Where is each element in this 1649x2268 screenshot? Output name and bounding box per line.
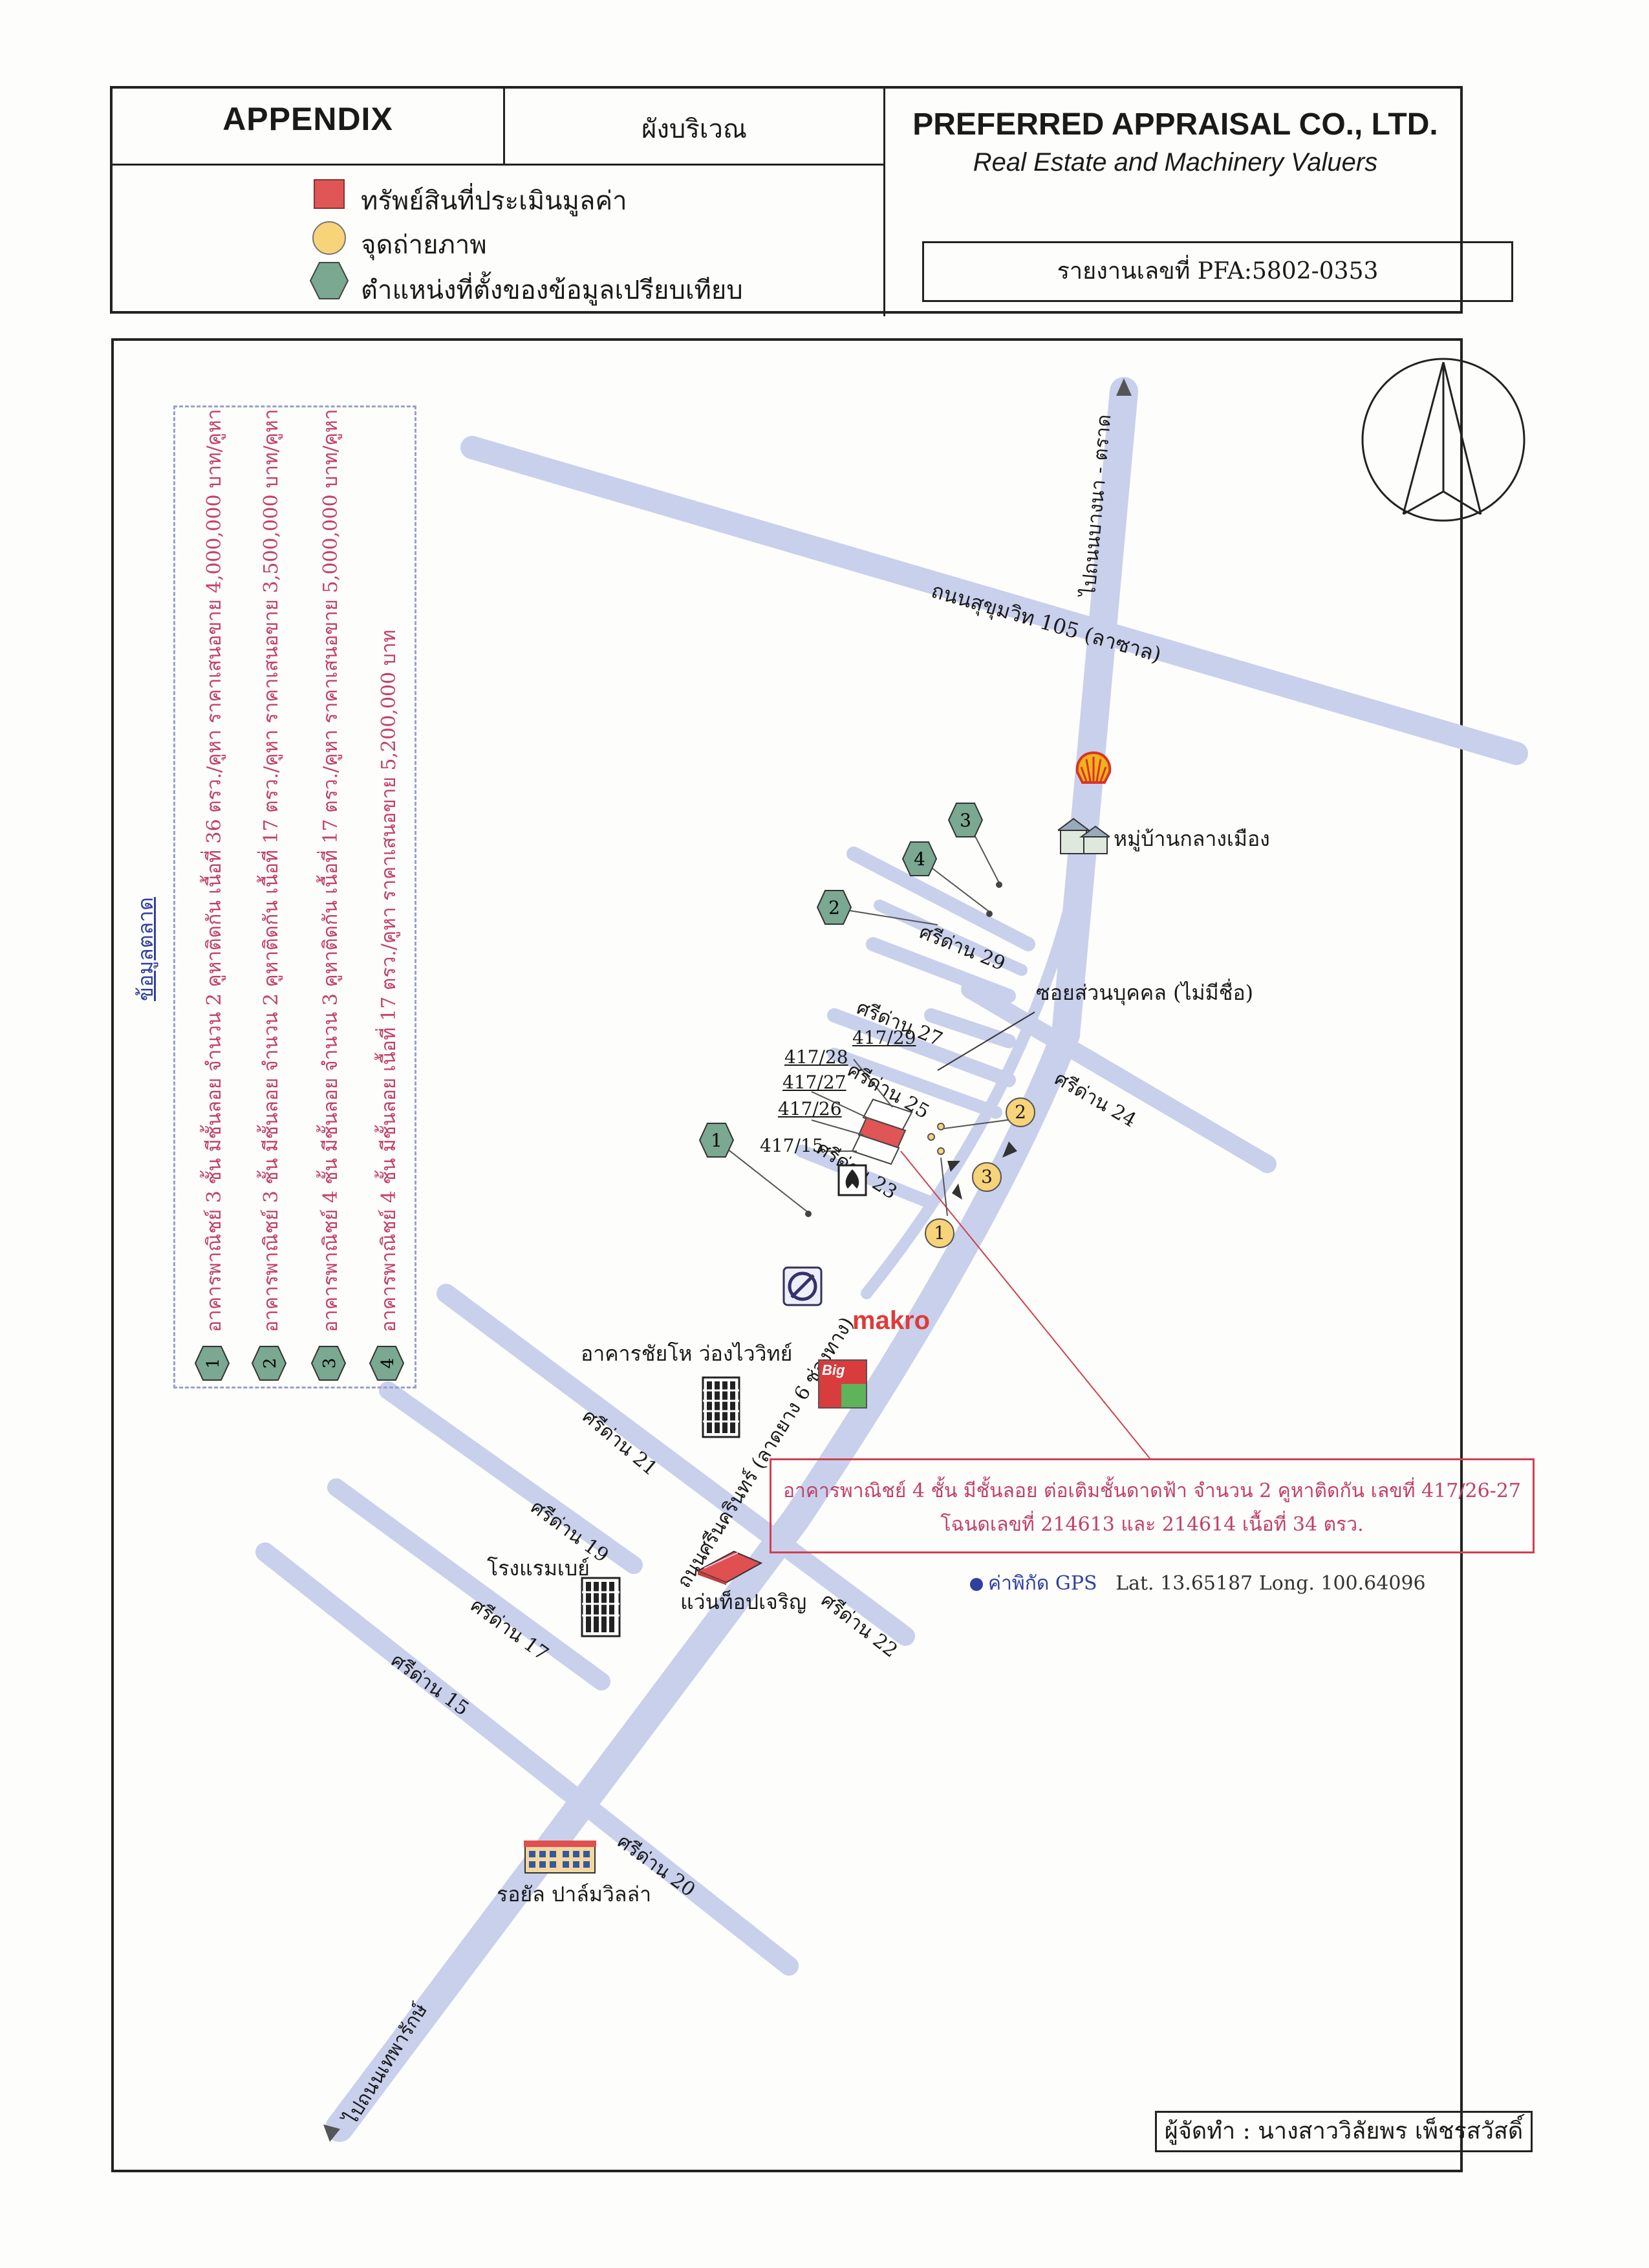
prepared-by: ผู้จัดทำ : นางสาววิลัยพร เพ็ชรสวัสดิ์	[1155, 2111, 1533, 2152]
market-item-number: 4	[378, 1358, 398, 1369]
market-item-text: อาคารพาณิชย์ 3 ชั้น มีชั้นลอย จำนวน 2 คู…	[203, 409, 226, 1332]
road-srinakarin	[1051, 377, 1138, 1049]
market-item-marker-1: 1	[194, 1346, 230, 1381]
legend-label-photo: จุดถ่ายภาพ	[361, 230, 487, 260]
photo-number: 1	[934, 1222, 945, 1244]
place-label-wantop: แว่นท็อปเจริญ	[680, 1590, 807, 1614]
photo-point-2: 2	[1006, 1097, 1035, 1127]
shop-icon	[696, 1550, 763, 1585]
market-item-number: 1	[204, 1358, 223, 1369]
photo-point-1: 1	[925, 1218, 954, 1248]
market-item-number: 2	[261, 1358, 280, 1369]
road-sd24	[961, 980, 1277, 1173]
red-square-icon	[314, 179, 345, 209]
lot-label: 417/29	[852, 1027, 916, 1048]
arrow-north-icon	[1116, 378, 1132, 396]
photo-number: 2	[1015, 1101, 1026, 1123]
lot-label: 417/28	[784, 1046, 848, 1068]
road-sd17	[327, 1478, 610, 1690]
condo-icon	[524, 1841, 596, 1874]
callout-line-1: อาคารพาณิชย์ 4 ชั้น มีชั้นลอย ต่อเติมชั้…	[783, 1480, 1521, 1502]
report-number: รายงานเลขที่ PFA:5802-0353	[922, 241, 1513, 302]
road-sd25	[828, 1048, 1002, 1119]
lot-label: 417/27	[782, 1072, 846, 1093]
legend-label-subject: ทรัพย์สินที่ประเมินมูลค่า	[361, 186, 627, 216]
appendix-title: APPENDIX	[222, 101, 393, 137]
comparable-marker-4: 4	[901, 841, 938, 876]
tesco-lotus-icon	[782, 1266, 823, 1306]
office-building-icon	[702, 1376, 740, 1438]
comparable-marker-3: 3	[947, 803, 984, 837]
market-item-text: อาคารพาณิชย์ 4 ชั้น มีชั้นลอย เนื้อที่ 1…	[378, 629, 400, 1332]
photo-direction-icon	[947, 1141, 1017, 1200]
big-c-label: Big	[822, 1362, 845, 1378]
header-divider	[883, 89, 885, 316]
comparable-number: 1	[711, 1130, 722, 1151]
place-label-chaiho: อาคารชัยโห ว่องไววิทย์	[581, 1341, 793, 1366]
road-sukhumvit	[460, 436, 1528, 765]
road-soi	[924, 1008, 1016, 1048]
north-arrow-icon	[1361, 358, 1525, 522]
place-label-village: หมู่บ้านกลางเมือง	[1114, 826, 1270, 851]
subject-callout: อาคารพาณิชย์ 4 ชั้น มีชั้นลอย ต่อเติมชั้…	[770, 1458, 1535, 1553]
callout-leader	[900, 1150, 1150, 1459]
comparable-number: 2	[828, 897, 840, 918]
road-soi	[874, 900, 1028, 976]
subject-property	[851, 1098, 913, 1165]
green-hexagon-icon	[309, 262, 349, 299]
place-label-hotel: โรงแรมเบย์	[487, 1556, 590, 1581]
gps-coordinates: Lat. 13.65187 Long. 100.64096	[1116, 1572, 1426, 1595]
section-title: ผังบริเวณ	[641, 114, 748, 144]
village-icon	[1058, 817, 1110, 854]
place-label-royal: รอยัล ปาล์มวิลล่า	[497, 1882, 652, 1906]
market-item-text: อาคารพาณิชย์ 3 ชั้น มีชั้นลอย จำนวน 2 คู…	[260, 409, 283, 1332]
arrow-south-icon	[323, 2124, 340, 2142]
header-table: APPENDIX ผังบริเวณ PREFERRED APPRAISAL C…	[110, 86, 1513, 316]
road-srinakarin	[325, 1021, 1080, 2142]
market-item-number: 3	[320, 1358, 339, 1369]
callout-line-2: โฉนดเลขที่ 214613 และ 214614 เนื้อที่ 34…	[940, 1513, 1364, 1536]
road-side-lane	[861, 887, 1079, 1299]
shell-logo-icon	[1075, 751, 1112, 784]
comparable-number: 4	[914, 848, 925, 870]
legend-label-comparable: ตำแหน่งที่ตั้งของข้อมูลเปรียบเทียบ	[361, 275, 743, 305]
road-sd21-22	[436, 1284, 915, 1646]
big-c-accent	[841, 1384, 866, 1407]
road-sd27	[827, 1008, 1016, 1087]
market-data-heading: ข้อมูลตลาด	[133, 897, 158, 1001]
comparable-marker-1: 1	[698, 1123, 735, 1158]
market-item-marker-3: 3	[310, 1346, 347, 1381]
company-name: PREFERRED APPRAISAL CO., LTD.	[912, 107, 1438, 142]
market-item-text: อาคารพาณิชย์ 4 ชั้น มีชั้นลอย จำนวน 3 คู…	[319, 409, 342, 1332]
market-item-marker-4: 4	[369, 1346, 405, 1381]
comparable-number: 3	[960, 810, 971, 831]
photo-point-3: 3	[972, 1162, 1002, 1192]
header-divider	[113, 164, 885, 166]
lot-label: 417/26	[778, 1098, 842, 1119]
road-sd15-20	[255, 1542, 799, 1976]
lot-label: 417/15	[760, 1135, 824, 1156]
road-label-soi-private: ซอยส่วนบุคคล (ไม่มีชื่อ)	[1036, 980, 1254, 1005]
comparable-marker-2: 2	[816, 890, 852, 925]
bank-icon	[837, 1164, 867, 1196]
yellow-circle-icon	[312, 221, 346, 255]
header-divider	[503, 89, 505, 165]
road-sd29	[846, 847, 1035, 951]
hotel-icon	[581, 1577, 621, 1637]
market-data-box	[173, 405, 416, 1388]
map-frame	[111, 338, 1463, 2172]
gps-readout: ค่าพิกัด GPS Lat. 13.65187 Long. 100.640…	[970, 1568, 1426, 1599]
road-soi	[866, 937, 1016, 1003]
big-c-logo: Big	[818, 1359, 867, 1409]
company-tagline: Real Estate and Machinery Valuers	[973, 148, 1378, 177]
photo-number: 3	[981, 1166, 993, 1187]
place-label-makro: makro	[852, 1306, 931, 1335]
road-sd19	[379, 1381, 643, 1574]
gps-label: ค่าพิกัด GPS	[988, 1572, 1097, 1595]
market-item-marker-2: 2	[251, 1346, 287, 1381]
gps-pin-icon	[970, 1578, 983, 1591]
